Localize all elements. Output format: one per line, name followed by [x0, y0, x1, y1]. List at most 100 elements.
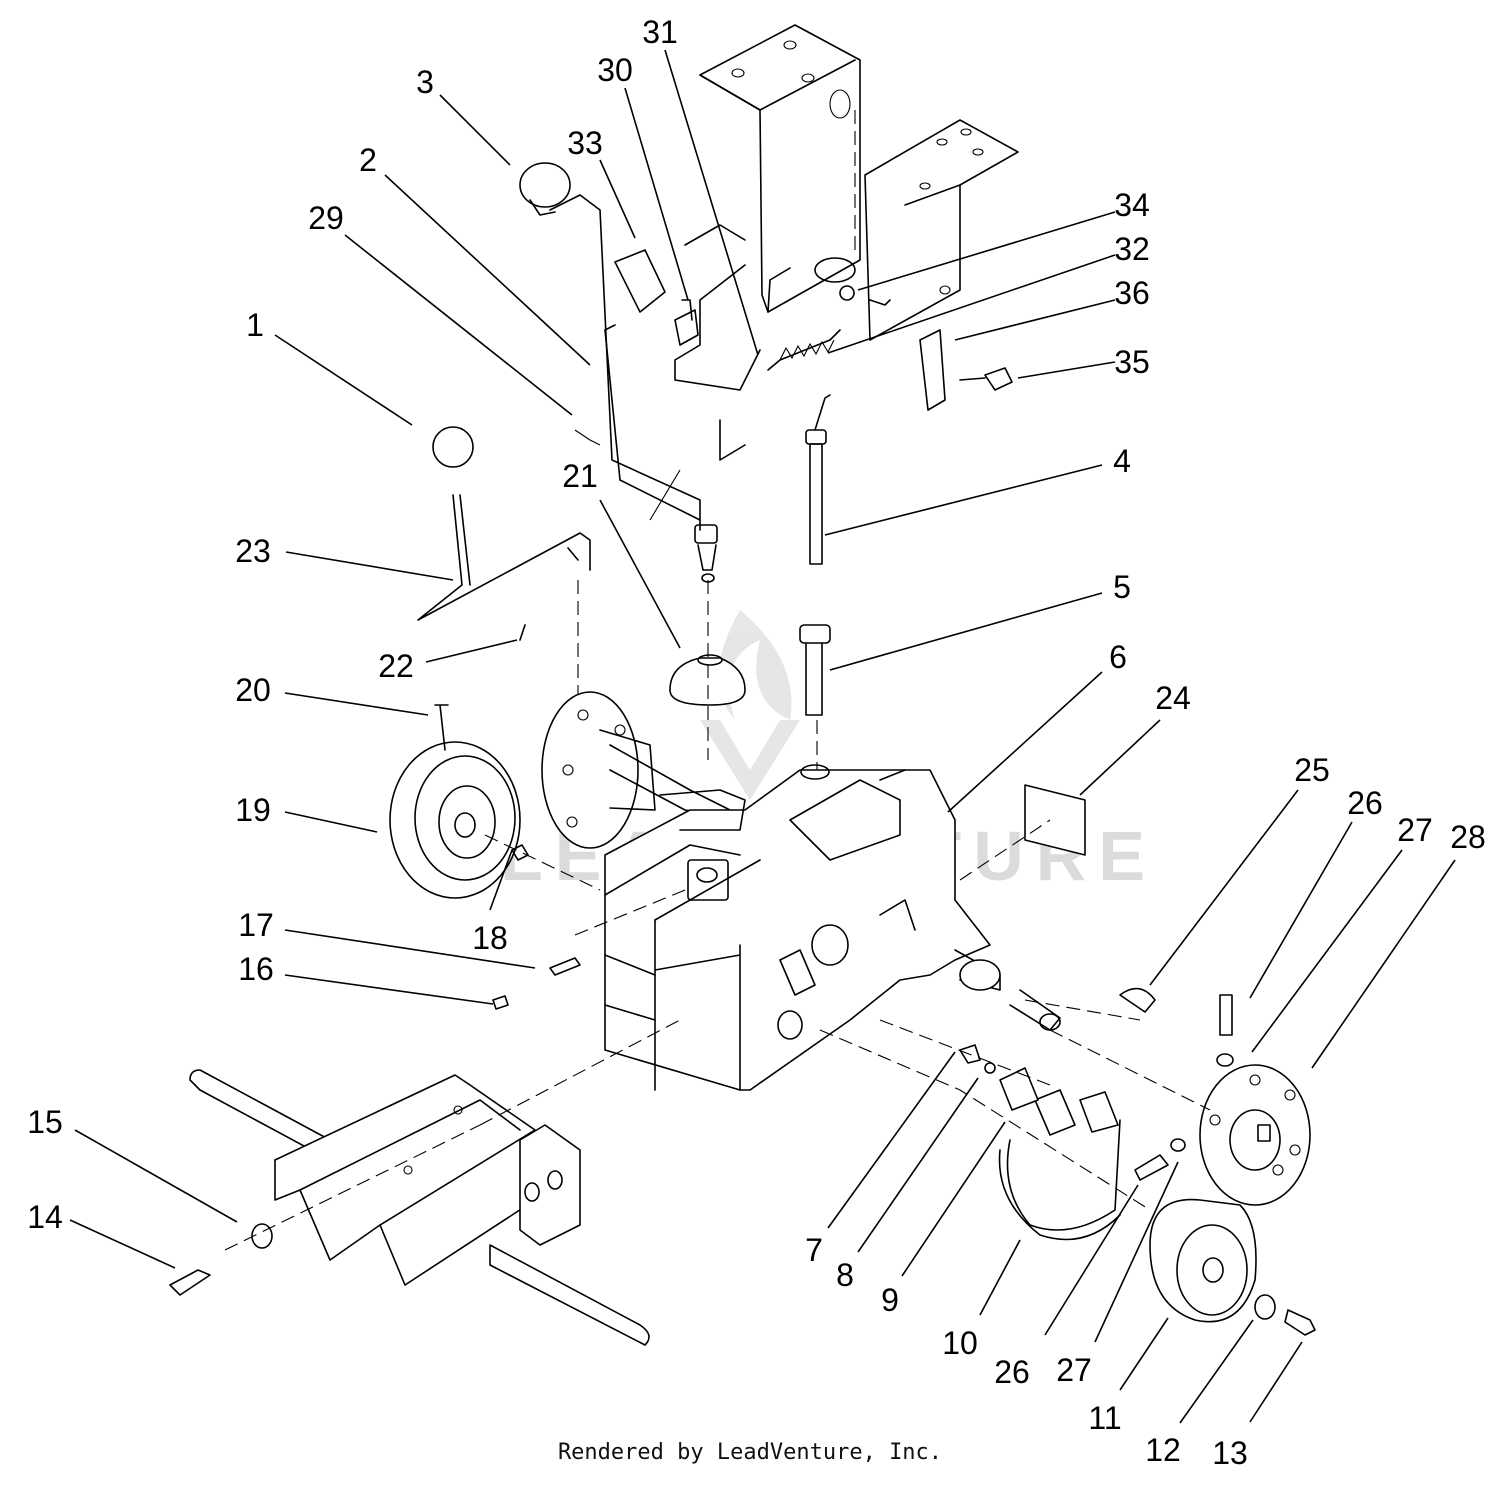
callout-label: 29: [308, 200, 344, 236]
callout-leader: [1249, 821, 1353, 999]
callout-label: 27: [1397, 812, 1433, 848]
callout-leader: [1119, 1317, 1169, 1391]
callout-leader: [824, 464, 1103, 536]
drive-pulley: [389, 704, 521, 899]
callout-label: 19: [235, 792, 271, 828]
rear-mounting-bracket: [864, 119, 1019, 341]
brake-hub: [1199, 1064, 1311, 1206]
speed-knob: [432, 426, 474, 468]
callout-leader: [1311, 859, 1456, 1069]
callout-label: 34: [1114, 187, 1150, 223]
callout-label: 25: [1294, 752, 1330, 788]
callout-leader: [274, 334, 413, 426]
frame-washer: [251, 1223, 273, 1249]
callout-label: 23: [235, 533, 271, 569]
callout-label: 18: [472, 920, 508, 956]
shift-plate: [614, 224, 761, 461]
callout-label: 6: [1109, 639, 1127, 675]
callout-leader: [284, 811, 378, 833]
watermark-flame-icon: [718, 610, 792, 720]
callout-label: 16: [238, 951, 274, 987]
callout-leader: [284, 929, 536, 969]
callout-label: 5: [1113, 569, 1131, 605]
washer: [1254, 1294, 1276, 1320]
callout-leader: [827, 1051, 956, 1229]
frame: [189, 1069, 650, 1346]
frame-bolt: [169, 1269, 211, 1296]
callout-leader: [827, 254, 1116, 354]
callout-label: 26: [1347, 785, 1383, 821]
callout-label: 27: [1056, 1352, 1092, 1388]
callout-label: 32: [1114, 231, 1150, 267]
callout-leader: [285, 551, 454, 581]
callout-leader: [284, 692, 429, 716]
callout-label: 28: [1450, 819, 1486, 855]
assembly-lines: [224, 819, 1211, 1251]
woodruff-key: [1119, 987, 1156, 1013]
callout-label: 10: [942, 1325, 978, 1361]
callout-leader: [664, 49, 759, 356]
callout-leader: [74, 1129, 238, 1223]
callout-label: 1: [246, 307, 264, 343]
brake-bolt: [959, 1044, 981, 1064]
brake-band: [998, 1067, 1121, 1241]
callout-leader: [624, 87, 689, 301]
set-screw-16: [492, 995, 509, 1010]
speed-lever: [417, 426, 591, 641]
callout-leader: [599, 499, 681, 649]
transmission-housing: [604, 764, 991, 1091]
rubber-boot: [669, 654, 746, 706]
callout-leader: [1249, 1341, 1303, 1423]
callout-leader: [1179, 1319, 1254, 1424]
callout-label: 3: [416, 64, 434, 100]
callout-leader: [954, 299, 1116, 341]
shift-knob: [519, 162, 571, 208]
footer-credit: Rendered by LeadVenture, Inc.: [557, 1440, 943, 1465]
callout-label: 26: [994, 1354, 1030, 1390]
control-cable: [799, 394, 831, 716]
callout-leader: [857, 211, 1116, 291]
callout-leader: [425, 639, 518, 663]
callout-leader: [1094, 1161, 1179, 1343]
callout-leader: [947, 671, 1103, 813]
callout-leader: [439, 94, 511, 166]
adjuster-bolt: [1134, 1154, 1169, 1181]
callout-label: 17: [238, 907, 274, 943]
callout-leader: [1017, 361, 1116, 379]
set-screw: [1219, 994, 1233, 1036]
callout-label: 31: [642, 14, 678, 50]
callout-label: 7: [805, 1232, 823, 1268]
callout-label: 20: [235, 672, 271, 708]
callout-leader: [599, 159, 636, 239]
callout-label: 4: [1113, 443, 1131, 479]
callout-leader: [1079, 719, 1161, 796]
callout-leader: [1044, 1184, 1139, 1336]
decal: [1024, 784, 1086, 856]
callout-label: 24: [1155, 680, 1191, 716]
callout-leader: [344, 234, 573, 416]
bolt-and-spring: [674, 285, 891, 371]
upper-mounting-bracket: [699, 24, 861, 313]
callout-label: 22: [378, 648, 414, 684]
callout-label: 2: [359, 142, 377, 178]
callout-label: 15: [27, 1104, 63, 1140]
pin-17: [549, 957, 581, 976]
callout-label: 9: [881, 1282, 899, 1318]
callout-leader: [284, 974, 494, 1005]
callout-leader: [1251, 849, 1403, 1053]
callout-leader: [857, 1077, 979, 1253]
callout-label: 35: [1114, 344, 1150, 380]
callout-label: 36: [1114, 275, 1150, 311]
callout-label: 13: [1212, 1435, 1248, 1471]
callout-label: 30: [597, 52, 633, 88]
callout-leader: [979, 1239, 1021, 1316]
callout-leader: [489, 849, 513, 911]
callout-leader: [901, 1121, 1006, 1277]
callout-leader: [829, 592, 1103, 671]
output-shaft: [954, 949, 1061, 1031]
callout-label: 14: [27, 1199, 63, 1235]
hub-bolt: [1284, 1309, 1316, 1336]
callout-leader: [69, 1219, 176, 1269]
